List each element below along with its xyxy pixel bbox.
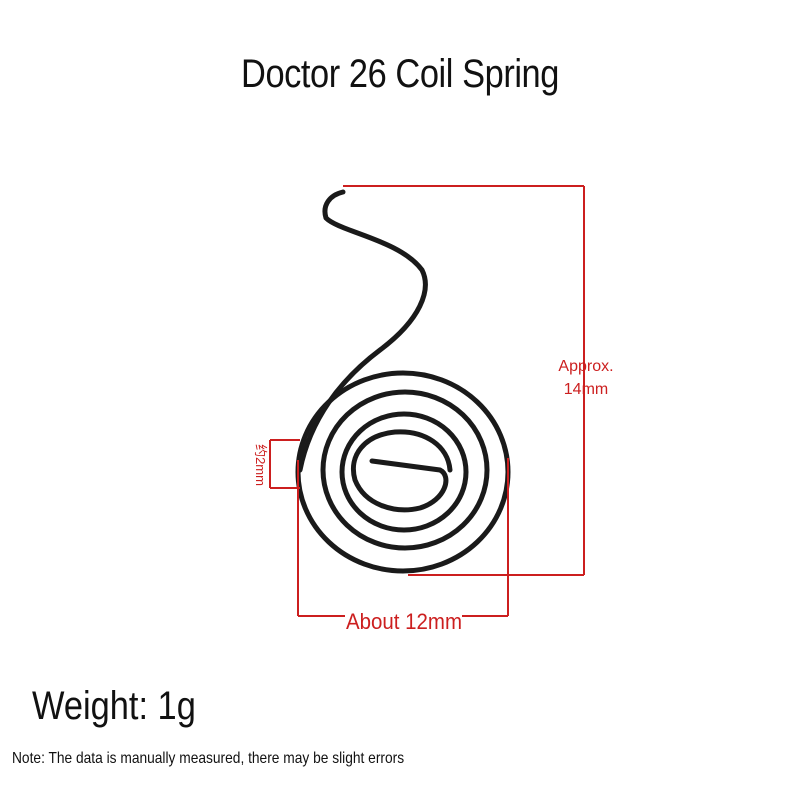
- coil-spring-image: [295, 189, 511, 574]
- page-title: Doctor 26 Coil Spring: [241, 52, 559, 96]
- measurement-note: Note: The data is manually measured, the…: [12, 750, 405, 767]
- height-label-line1: Approx.: [558, 358, 613, 375]
- wire-thickness-label: 约2mm: [253, 444, 268, 486]
- width-label: About 12mm: [346, 609, 462, 634]
- dimension-lines: [269, 185, 585, 617]
- weight-spec: Weight: 1g: [32, 684, 196, 728]
- height-label-line2: 14mm: [564, 381, 608, 398]
